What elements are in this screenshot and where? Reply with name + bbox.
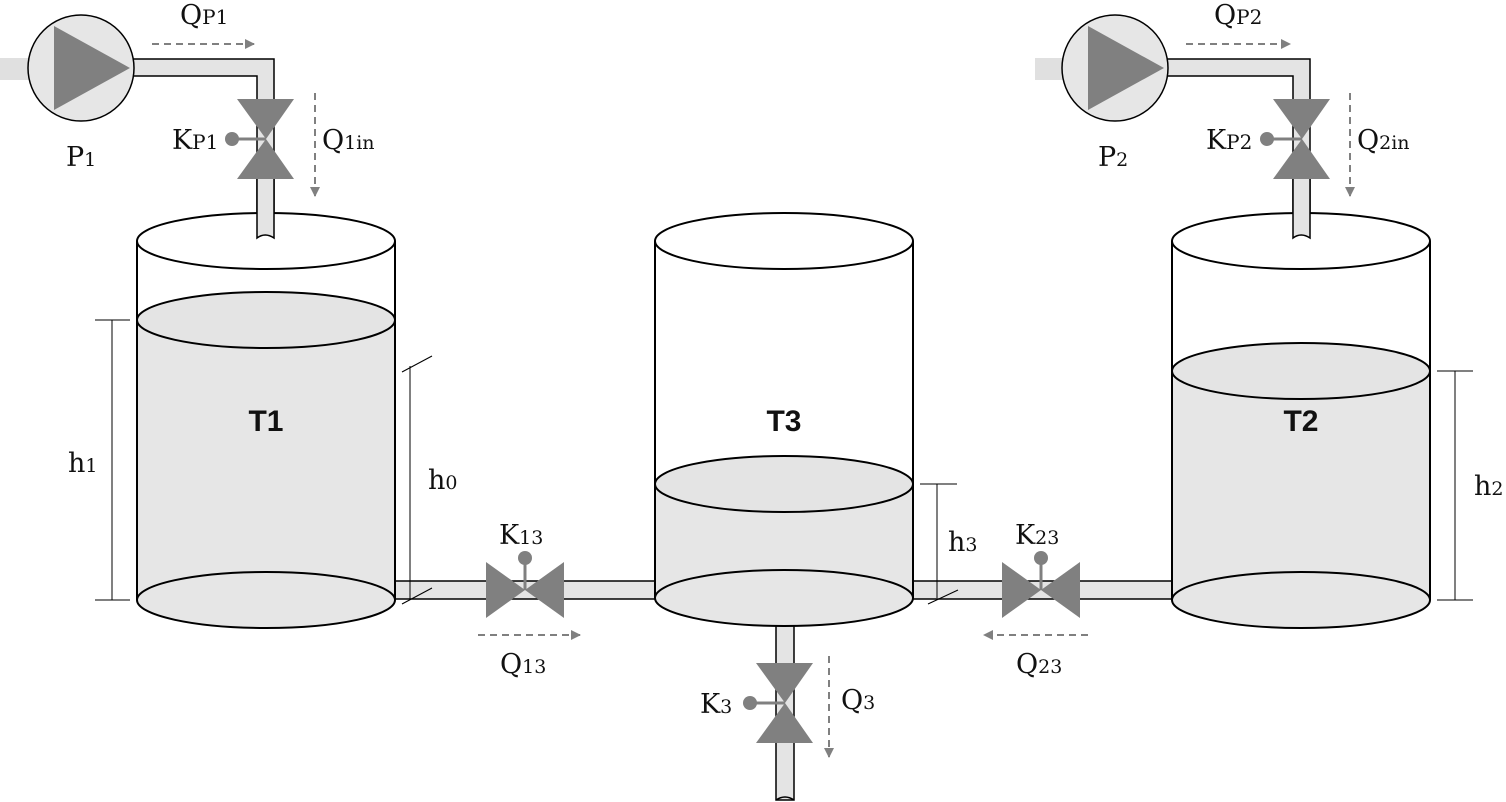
valve-k13-icon <box>486 551 564 618</box>
pump-p1-label: P1 <box>66 142 96 173</box>
dim-h0 <box>401 355 433 605</box>
flow-arrows <box>152 39 1355 758</box>
tank-t1-liquid <box>137 320 395 628</box>
dim-h3 <box>920 483 959 605</box>
pump-p2 <box>1061 14 1169 122</box>
pump-p1-triangle-icon <box>54 26 130 110</box>
tank-t2-liquid <box>1172 371 1430 628</box>
pipe-p2-inlet-segment <box>1292 176 1311 240</box>
flow-label-q2in: Q2in <box>1357 125 1410 156</box>
tank-t1-label: T1 <box>248 405 283 438</box>
valve-kp2-label: KP2 <box>1206 125 1252 156</box>
tank-t2-bottom <box>1171 571 1431 629</box>
valve-k13-label: K13 <box>499 520 543 551</box>
height-label-h1: h1 <box>68 448 97 479</box>
tank-t3-liquid-surface <box>654 455 914 513</box>
height-label-h0: h0 <box>428 465 457 496</box>
flow-label-q23: Q23 <box>1016 649 1062 680</box>
pipe-p1-inlet-segment <box>256 176 275 240</box>
dim-h1 <box>95 319 130 601</box>
flow-label-q3: Q3 <box>841 685 875 716</box>
tank-t2-liquid-surface <box>1171 342 1431 400</box>
height-label-h3: h3 <box>948 527 977 558</box>
tank-t3-top <box>654 212 914 270</box>
dim-h2 <box>1437 370 1473 601</box>
pipe-t3-outlet-end <box>775 796 795 801</box>
valves <box>225 99 1330 743</box>
tank-t1-bottom <box>136 571 396 629</box>
valve-kp1-icon <box>225 99 294 179</box>
tank-t3-label: T3 <box>766 405 801 438</box>
pipe-p1-inlet <box>0 58 32 80</box>
tank-t3-bottom <box>654 569 914 627</box>
dimension-lines <box>95 319 1473 605</box>
flow-label-q13: Q13 <box>500 649 546 680</box>
pump-p2-triangle-icon <box>1088 26 1164 110</box>
tank-t1-liquid-surface <box>136 291 396 349</box>
flow-label-q1in: Q1in <box>322 125 375 156</box>
valve-k23-label: K23 <box>1015 520 1059 551</box>
valve-k23-icon <box>1002 551 1080 618</box>
pump-p2-label: P2 <box>1098 142 1128 173</box>
pipe-p2-inlet <box>1035 58 1067 80</box>
flow-label-qp1: QP1 <box>180 0 228 31</box>
tank-t2 <box>1171 212 1431 629</box>
valve-kp1-label: KP1 <box>172 125 218 156</box>
valve-k3-icon <box>743 663 813 743</box>
valve-k3-label: K3 <box>700 689 732 720</box>
pump-p1 <box>27 14 135 122</box>
valve-kp2-icon <box>1260 99 1330 179</box>
flow-label-qp2: QP2 <box>1214 0 1262 31</box>
tank-t2-label: T2 <box>1283 405 1318 438</box>
height-label-h2: h2 <box>1474 471 1503 502</box>
tank-t3 <box>654 212 914 627</box>
